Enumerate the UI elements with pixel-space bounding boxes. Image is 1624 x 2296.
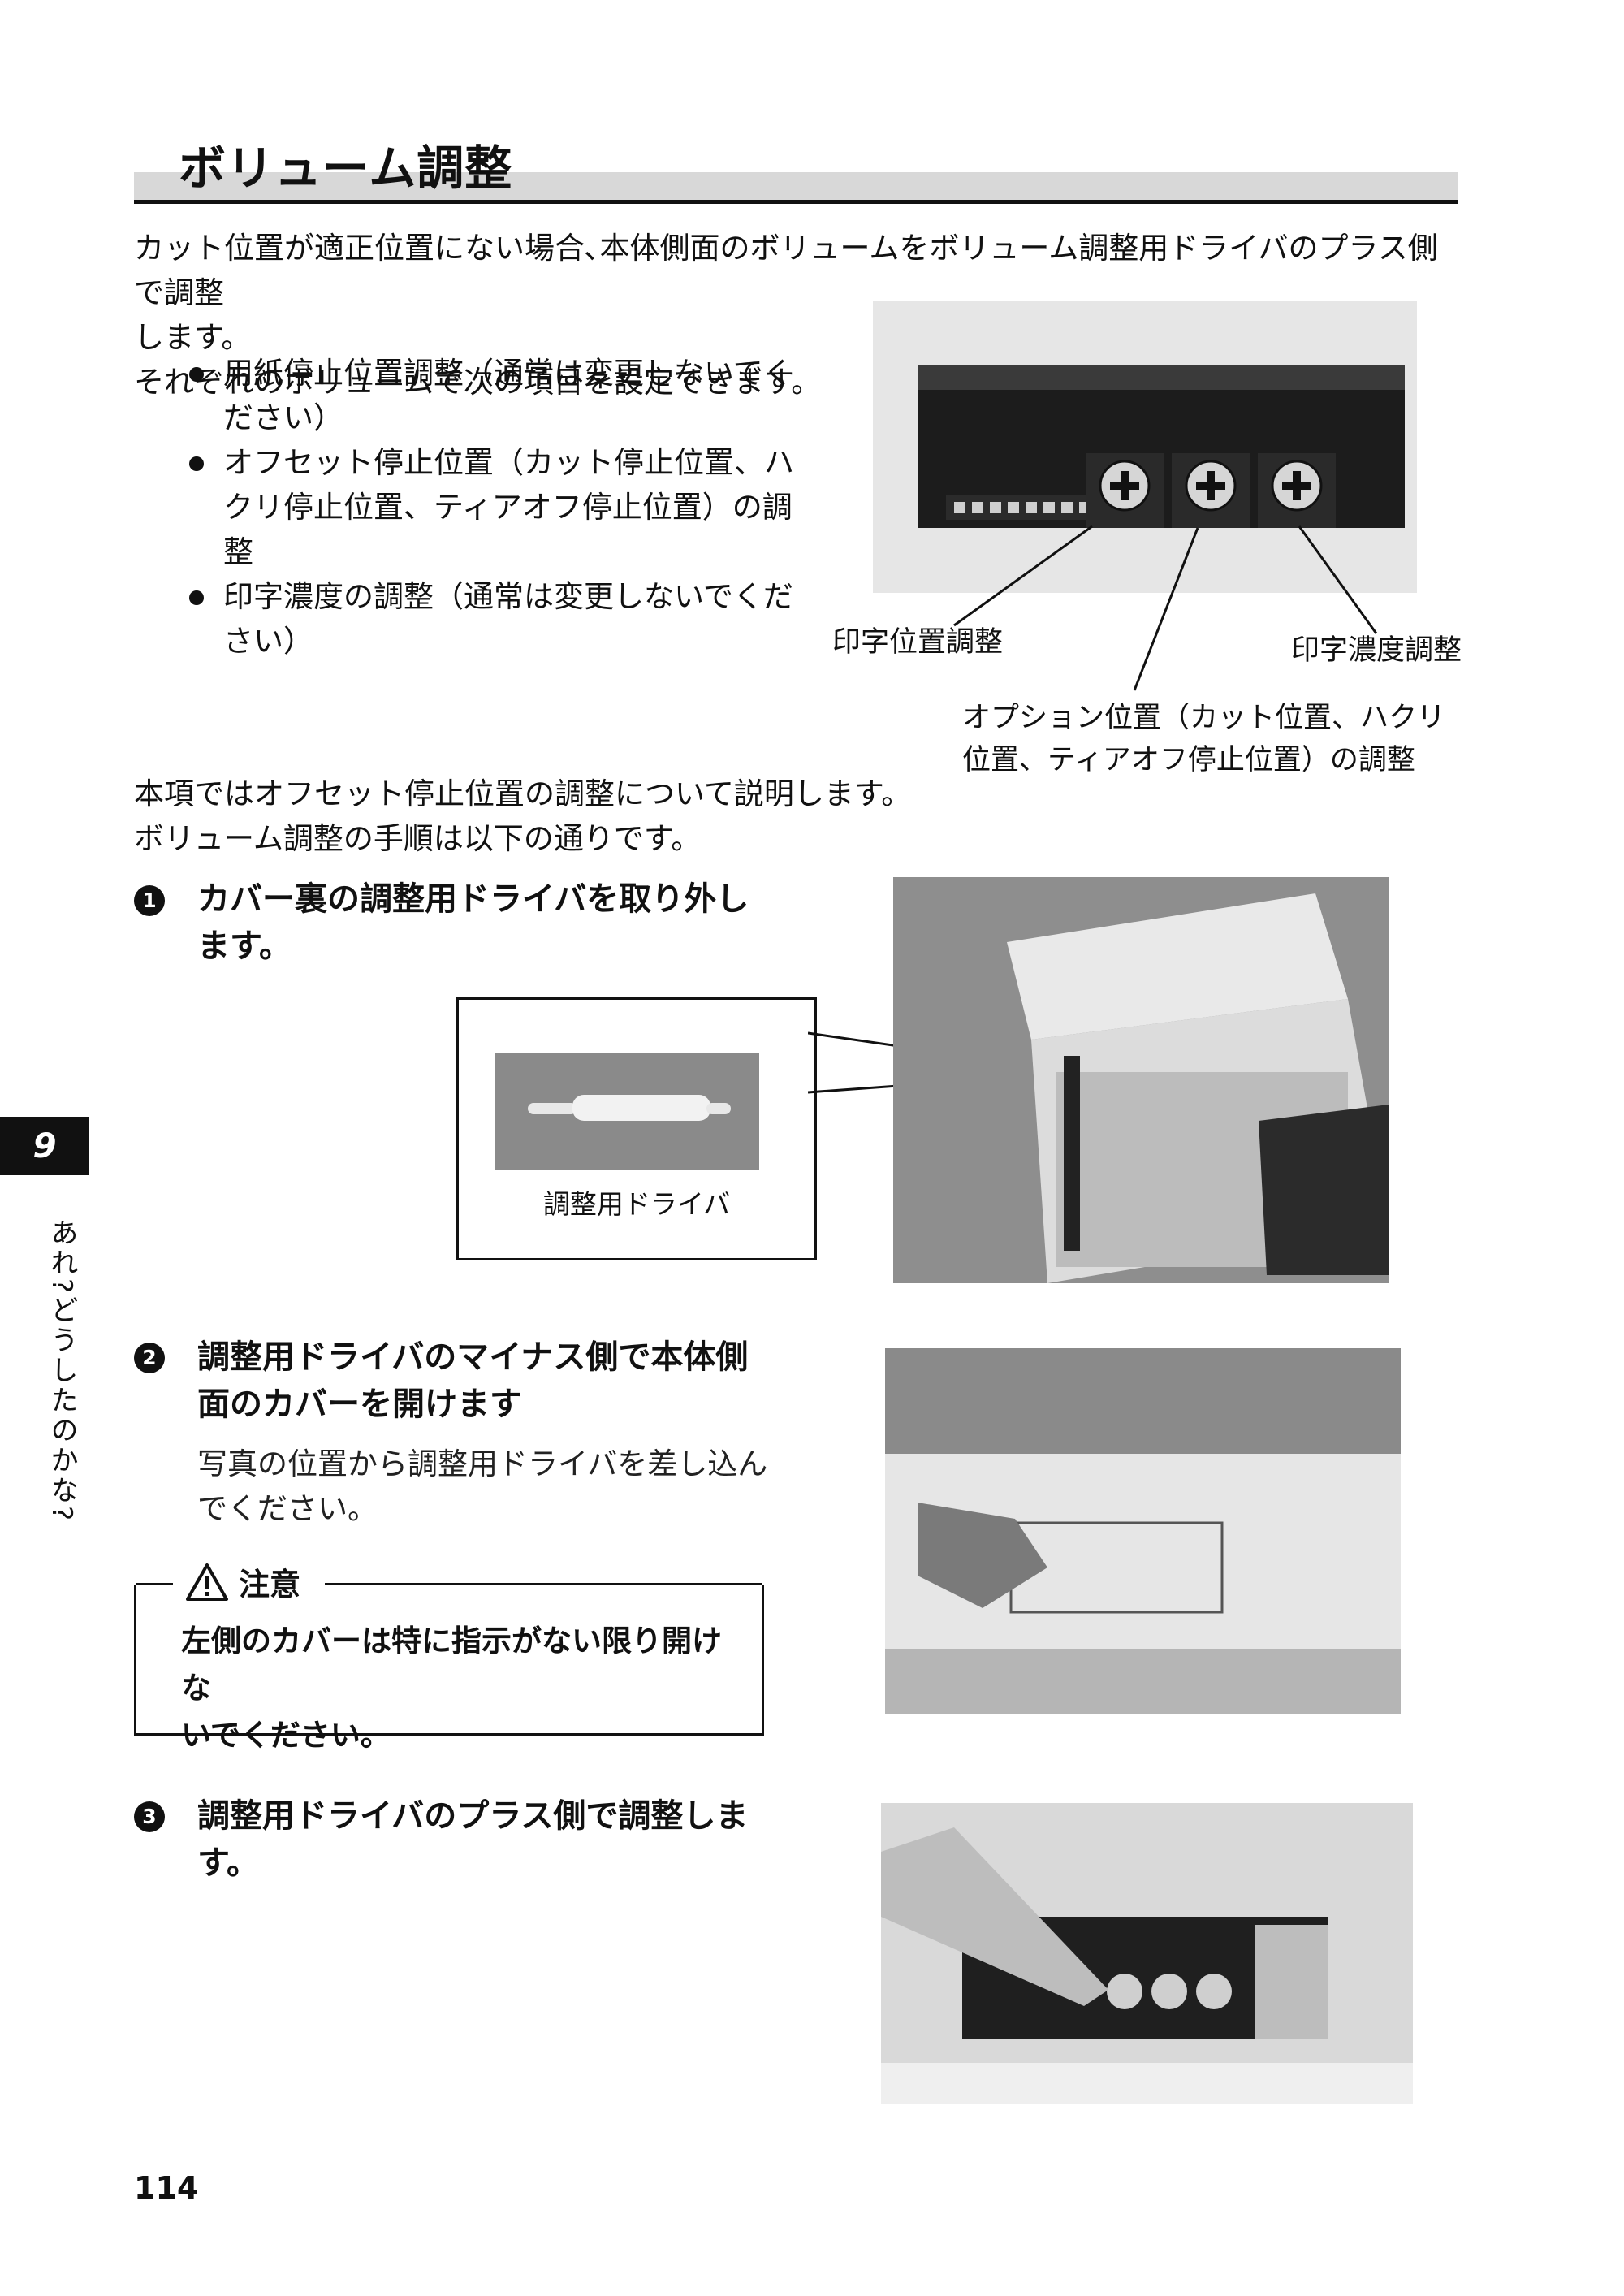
title-underline-bar (134, 172, 1458, 204)
caution-line: 左側のカバーは特に指示がない限り開けな (181, 1624, 722, 1706)
label-option-line: オプション位置（カット位置、ハクリ (962, 702, 1446, 734)
step-3-title: 調整用ドライバのプラス側で調整しま す。 (197, 1792, 782, 1887)
explanation-line: ボリューム調整の手順は以下の通りです。 (134, 821, 702, 856)
step-1-title: カバー裏の調整用ドライバを取り外し ます。 (197, 876, 782, 970)
bullet-line: ださい） (223, 400, 343, 435)
explanation-line: 本項ではオフセット停止位置の調整について説明します。 (134, 776, 912, 811)
step-2-title: 調整用ドライバのマイナス側で本体側 面のカバーを開けます (197, 1334, 782, 1428)
caution-header: 注意 (185, 1559, 300, 1604)
bullet-line: クリ停止位置、ティアオフ停止位置）の調 (223, 490, 793, 525)
bullet-line: 印字濃度の調整（通常は変更しないでくだ (223, 579, 793, 614)
step-1-number: 1 (134, 885, 165, 916)
warning-triangle-icon (186, 1563, 228, 1601)
caution-line: いでください。 (181, 1718, 391, 1753)
driver-photo (495, 1053, 759, 1170)
page-title: ボリューム調整 (179, 141, 513, 196)
open-cover-illustration (893, 877, 1389, 1283)
intro-line: それぞれのボリュームで次の項目を設定できます。 (134, 365, 822, 400)
bullet-line: オフセット停止位置（カット停止位置、ハ (223, 445, 794, 480)
adjustment-driver-illustration (495, 1053, 759, 1170)
step-2-photo (885, 1348, 1401, 1714)
label-print-position: 印字位置調整 (832, 626, 1004, 659)
bullet-line: 用紙停止位置調整（通常は変更しないでく (223, 356, 793, 391)
step-desc-line: 写真の位置から調整用ドライバを差し込ん (197, 1446, 768, 1481)
settings-bullet-list: 用紙停止位置調整（通常は変更しないでく ださい） オフセット停止位置（カット停止… (183, 351, 800, 664)
step-2-description: 写真の位置から調整用ドライバを差し込ん でください。 (197, 1442, 782, 1531)
step-3-photo (881, 1803, 1413, 2104)
callout-lines (953, 525, 1378, 691)
caution-border-left (136, 1583, 173, 1585)
bullet-item: 印字濃度の調整（通常は変更しないでくだ さい） (183, 574, 800, 664)
caution-box: 注意 左側のカバーは特に指示がない限り開けな いでください。 (134, 1563, 764, 1753)
chapter-tab: 9 (0, 1117, 89, 1175)
driver-inset-box: 調整用ドライバ (456, 997, 817, 1260)
volume-panel-illustration (873, 301, 1417, 593)
adjusting-dial-illustration (881, 1803, 1413, 2104)
intro-line: カット位置が適正位置にない場合､本体側面のボリュームをボリューム調整用ドライバの… (134, 231, 1438, 310)
label-print-density: 印字濃度調整 (1291, 634, 1462, 667)
caution-border-right (325, 1583, 762, 1585)
step-2-number: 2 (134, 1343, 165, 1373)
step-1-photo (893, 877, 1389, 1283)
explanation-text: 本項ではオフセット停止位置の調整について説明します。 ボリューム調整の手順は以下… (134, 772, 914, 861)
bullet-item: オフセット停止位置（カット停止位置、ハ クリ停止位置、ティアオフ停止位置）の調 … (183, 440, 800, 574)
bullet-line: 整 (223, 534, 253, 569)
step-title-line: 調整用ドライバのプラス側で調整しま (197, 1797, 749, 1835)
label-option-position: オプション位置（カット位置、ハクリ 位置、ティアオフ停止位置）の調整 (962, 697, 1445, 781)
volume-panel-photo (873, 301, 1417, 593)
chapter-side-text: あれ?どうしたのかな? (45, 1218, 78, 1524)
intro-line: します。 (134, 320, 252, 355)
driver-caption: 調整用ドライバ (542, 1188, 731, 1220)
step-desc-line: でください。 (197, 1491, 378, 1526)
step-3-number: 3 (134, 1801, 165, 1832)
intro-text: カット位置が適正位置にない場合､本体側面のボリュームをボリューム調整用ドライバの… (134, 226, 1466, 404)
bullet-line: さい） (223, 624, 313, 659)
caution-label: 注意 (239, 1567, 301, 1602)
side-cover-illustration (885, 1348, 1401, 1714)
step-title-line: カバー裏の調整用ドライバを取り外し (197, 880, 749, 918)
step-title-line: 面のカバーを開けます (197, 1386, 522, 1423)
step-title-line: ます。 (197, 927, 292, 965)
step-title-line: す。 (197, 1844, 259, 1882)
caution-text: 左側のカバーは特に指示がない限り開けな いでください。 (181, 1618, 749, 1759)
bullet-item: 用紙停止位置調整（通常は変更しないでく ださい） (183, 351, 800, 440)
label-option-line: 位置、ティアオフ停止位置）の調整 (962, 744, 1415, 776)
page-number: 114 (134, 2170, 199, 2206)
step-title-line: 調整用ドライバのマイナス側で本体側 (197, 1338, 749, 1376)
